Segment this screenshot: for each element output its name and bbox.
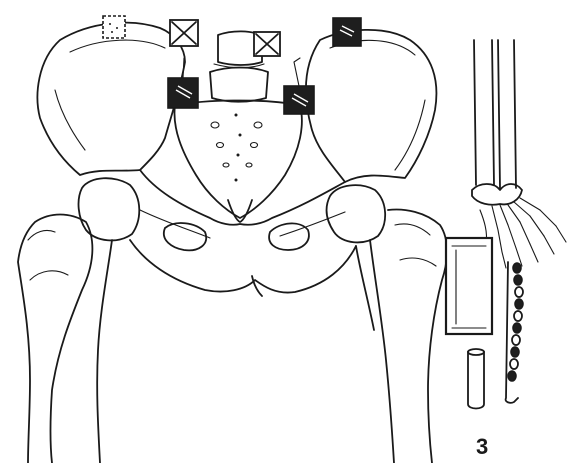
left-iliac-wing [37,23,185,175]
electrode-pad-large [446,238,492,334]
right-femoral-head [327,185,386,242]
left-greater-trochanter [28,230,68,280]
lumbar-vertebral-body [210,68,268,102]
forearm-bones [474,40,516,188]
figure-number: 3 [476,434,488,460]
electrode-connector-lines [183,58,300,86]
electrode-dark-top-right [333,18,361,46]
pubic-rami [130,240,356,293]
left-femur-shaft [18,215,112,463]
pubic-symphysis [252,276,262,296]
electrode-crossed-left [170,20,198,46]
left-iliac-crest-inner [55,40,165,150]
right-iliac-crest-inner [330,40,425,170]
wrist [472,184,522,205]
electrode-dark-mid-left [168,78,198,108]
electrode-chain [506,262,523,403]
right-lesser-trochanter [395,224,436,266]
right-iliac-wing [306,30,437,182]
sacrum [174,100,301,218]
sacral-foramina [211,114,262,182]
electrode-crossed-right [254,32,280,56]
right-femur-shaft [356,210,447,463]
electrode-cylinder [468,349,484,409]
electrode-top-left-dotted [103,16,125,38]
left-obturator-foramen [164,223,206,250]
left-femoral-head [79,178,140,240]
right-obturator-foramen [269,223,309,250]
electrode-dark-mid-right [284,86,314,114]
